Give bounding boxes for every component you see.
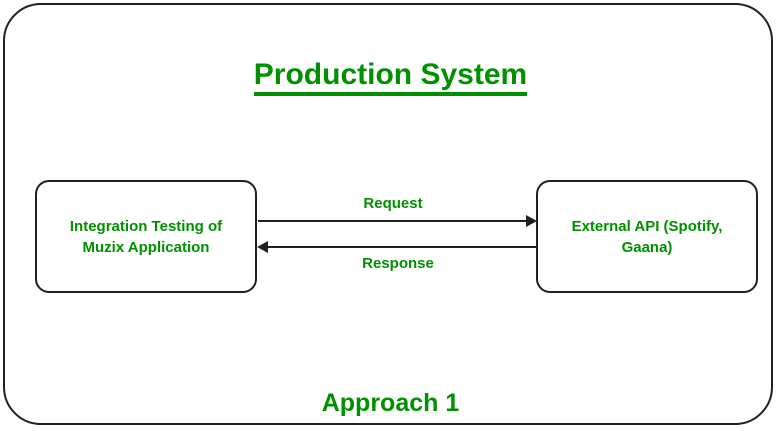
edge-label-request: Request	[363, 195, 423, 212]
node-integration-testing-label: Integration Testing of Muzix Application	[69, 217, 223, 256]
node-external-api[interactable]: External API (Spotify, Gaana)	[536, 180, 758, 293]
connector-request-line	[258, 220, 528, 222]
node-external-api-label: External API (Spotify, Gaana)	[571, 217, 723, 256]
edge-label-response: Response	[362, 255, 434, 272]
arrow-right-icon	[526, 215, 537, 227]
arrow-left-icon	[257, 241, 268, 253]
node-integration-testing[interactable]: Integration Testing of Muzix Application	[35, 180, 257, 293]
diagram-caption: Approach 1	[321, 389, 460, 417]
page-title: Production System	[0, 57, 781, 96]
page-title-text: Production System	[253, 58, 528, 96]
connector-response-line	[266, 246, 536, 248]
